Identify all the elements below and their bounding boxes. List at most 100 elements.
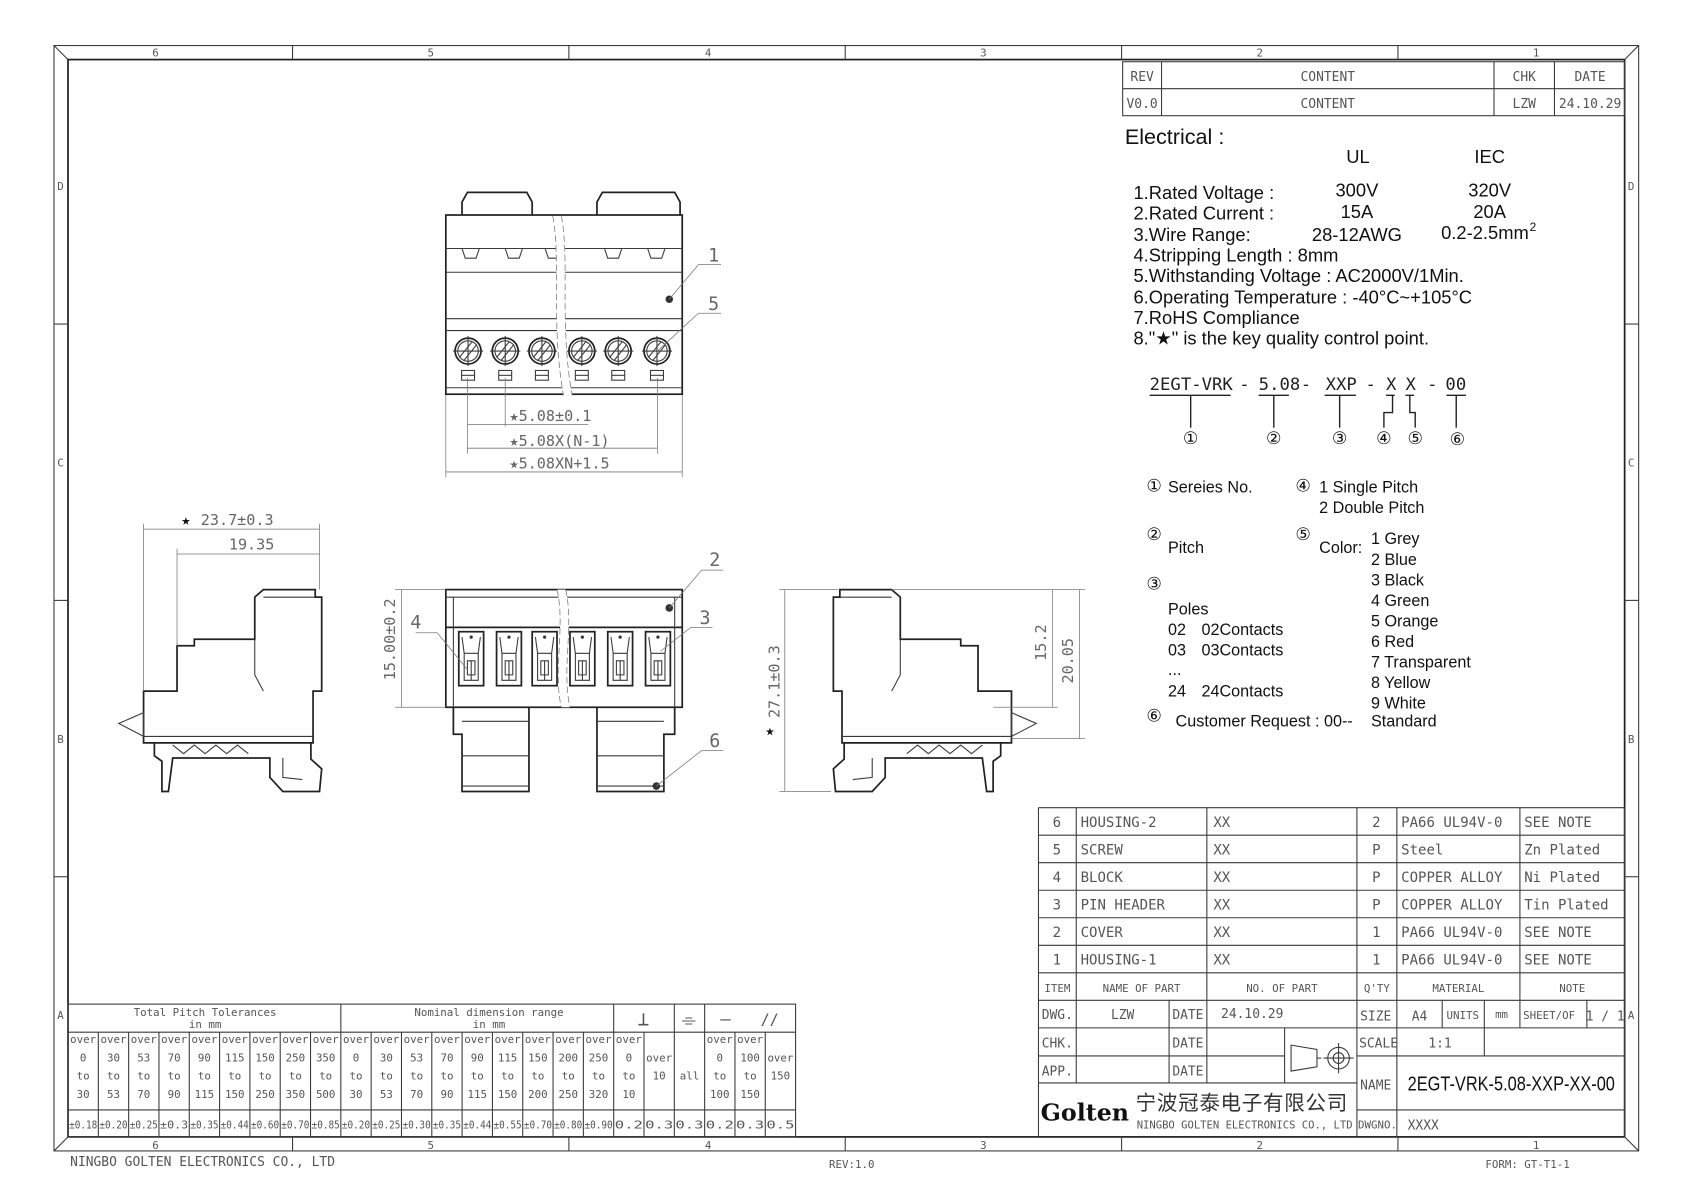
bom-cell: 1	[1372, 925, 1380, 941]
range-text: over	[191, 1033, 217, 1046]
tolerance-value: ±0.70	[281, 1118, 309, 1131]
range-text: to	[744, 1070, 757, 1083]
revision-table: REV CONTENT CHK DATE V0.0 CONTENT LZW 24…	[1122, 61, 1626, 117]
bom-header-cell: MATERIAL	[1432, 982, 1484, 995]
range-text: 70	[410, 1088, 423, 1101]
color-option: 7 Transparent	[1371, 653, 1471, 671]
spec-line: 6.Operating Temperature : -40°C~+105°C	[1133, 287, 1472, 308]
tolerance-value: 0.3	[736, 1118, 764, 1131]
range-text: 53	[410, 1051, 423, 1064]
bom-cell: COPPER ALLOY	[1401, 898, 1503, 914]
zone-label: 5	[427, 46, 433, 59]
terminal-block	[569, 630, 596, 687]
spec-ul: 15A	[1341, 201, 1374, 222]
marker-5: ⑤	[1407, 429, 1422, 449]
range-text: to	[713, 1070, 726, 1083]
footer-company: NINGBO GOLTEN ELECTRONICS CO., LTD	[70, 1155, 335, 1170]
range-text: to	[168, 1070, 181, 1083]
range-text: 53	[107, 1088, 120, 1101]
code-dash: -	[1301, 375, 1311, 395]
dwgno-value: XXXX	[1408, 1118, 1439, 1133]
dim-h2: 20.05	[1059, 638, 1077, 683]
tolerance-value: ±0.55	[494, 1118, 522, 1131]
footer-rev: REV:1.0	[829, 1158, 874, 1171]
bom-header-cell: NAME OF PART	[1103, 982, 1181, 995]
zone-label: 1	[1533, 1139, 1540, 1152]
size-value: A4	[1412, 1009, 1428, 1024]
zone-label: 4	[705, 46, 711, 59]
bom-cell: PIN HEADER	[1081, 898, 1166, 914]
range-text: 150	[740, 1088, 759, 1101]
range-text: 30	[77, 1088, 90, 1101]
callout-6: 6	[709, 731, 720, 752]
date-label: DATE	[1172, 1008, 1203, 1023]
tolerance-value: 0.2	[706, 1118, 734, 1131]
range-text: to	[471, 1070, 484, 1083]
marker-2: ②	[1266, 429, 1281, 449]
range-text: to	[531, 1070, 544, 1083]
pitch-type-item: 2 Double Pitch	[1319, 499, 1424, 517]
range-text: 0	[80, 1051, 87, 1064]
options-legend: ① Sereies No. ④ 1 Single Pitch 2 Double …	[1146, 476, 1471, 730]
terminal-block	[457, 630, 485, 687]
chk-header: CHK	[1513, 70, 1537, 85]
zone-label: A	[57, 1009, 64, 1022]
range-text: 0	[353, 1051, 360, 1064]
range-text: 320	[589, 1088, 608, 1101]
bom-cell: P	[1372, 898, 1380, 914]
straightness-icon: —	[720, 1010, 731, 1030]
zone-label: 3	[980, 46, 987, 59]
drawn-by: LZW	[1111, 1008, 1135, 1023]
spec-line: 4.Stripping Length : 8mm	[1133, 244, 1338, 265]
code-custom: 00	[1445, 375, 1466, 395]
code-pitch: 5.08	[1259, 375, 1301, 395]
marker-6: ⑥	[1146, 706, 1161, 726]
chk-value: LZW	[1513, 97, 1537, 112]
range-text: to	[440, 1070, 453, 1083]
dim-height-total: 27.1±0.3	[765, 645, 783, 718]
range-text: 70	[137, 1088, 150, 1101]
range-text: 53	[380, 1088, 393, 1101]
pitch-tolerance-unit: in mm	[189, 1018, 221, 1031]
dwg-label: DWG.	[1042, 1008, 1073, 1023]
zone-label: 2	[1257, 1139, 1264, 1152]
range-text: 150	[225, 1088, 244, 1101]
terminal-block	[644, 630, 672, 687]
bom-header-cell: NOTE	[1559, 982, 1585, 995]
range-text: 10	[653, 1070, 666, 1083]
range-text: 90	[471, 1051, 484, 1064]
range-text: over	[131, 1033, 157, 1046]
tolerance-value: ±0.60	[251, 1118, 279, 1131]
right-side-view: 27.1±0.3 ★ 15.2 20.05	[765, 588, 1085, 793]
range-text: 30	[380, 1051, 393, 1064]
bom-cell: 5	[1053, 843, 1061, 859]
range-text: over	[767, 1051, 793, 1064]
content-header: CONTENT	[1301, 70, 1356, 85]
range-text: over	[707, 1033, 733, 1046]
range-text: over	[404, 1033, 430, 1046]
marker-6: ⑥	[1450, 430, 1465, 450]
tolerance-table: Total Pitch Tolerances in mm Nominal dim…	[67, 1003, 797, 1138]
color-option: 2 Blue	[1371, 551, 1417, 569]
bom-cell: PA66 UL94V-0	[1401, 925, 1502, 941]
drawing-name: 2EGT-VRK-5.08-XXP-XX-00	[1408, 1072, 1615, 1095]
bom-cell: Zn Plated	[1524, 843, 1600, 859]
iec-header: IEC	[1474, 146, 1505, 167]
title-block: DWG. LZW DATE 24.10.29 CHK. DATE APP. DA…	[1038, 999, 1625, 1137]
range-text: over	[282, 1033, 308, 1046]
spec-line: 8."★" is the key quality control point.	[1133, 328, 1429, 349]
screw-icon	[452, 335, 484, 381]
range-text: 350	[316, 1051, 335, 1064]
bom-cell: HOUSING-1	[1081, 953, 1157, 969]
